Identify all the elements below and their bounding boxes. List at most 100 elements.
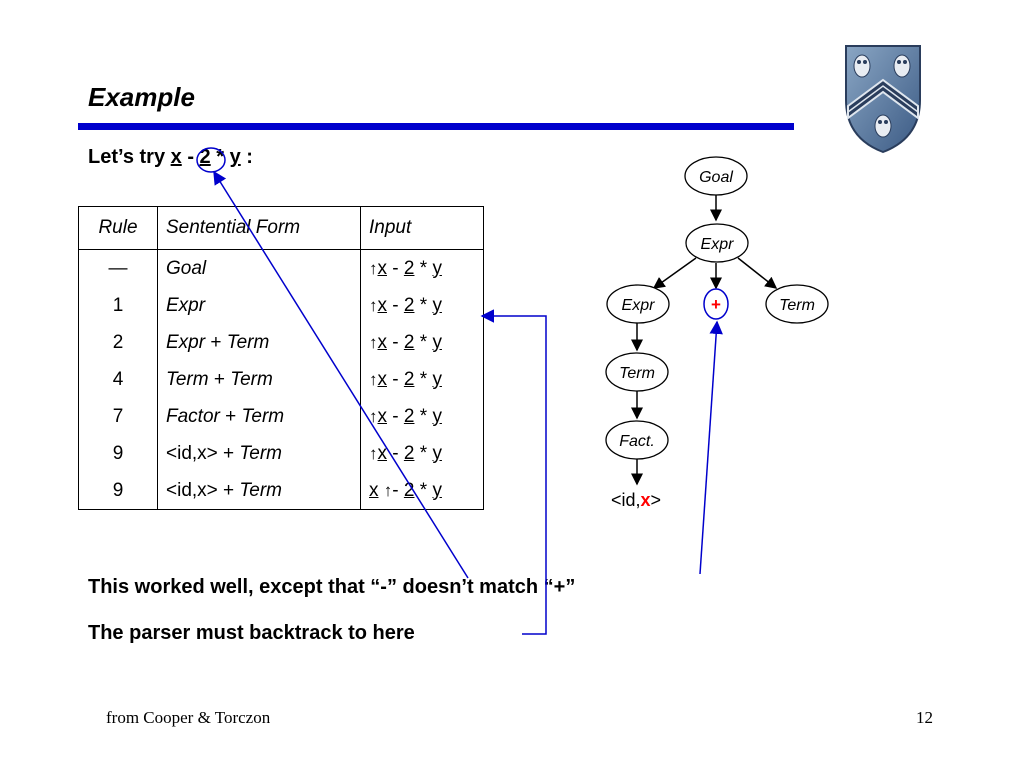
cell-rule: — — [78, 249, 158, 287]
intro-token-x: x — [170, 146, 182, 168]
intro-line: Let’s try x - 2 * y : — [88, 146, 253, 169]
input-pointer-icon: ↑ — [369, 406, 378, 426]
input-token-star: * — [419, 331, 428, 353]
form-part-c: Term — [241, 405, 285, 427]
input-pointer-icon: ↑ — [383, 480, 393, 500]
form-part-op: + — [217, 479, 240, 501]
input-token-x: x — [377, 331, 388, 353]
input-token-x: x — [377, 294, 388, 316]
leaf-x: x — [641, 490, 651, 510]
table-row: 9<id,x> + Term↑x - 2 * y — [78, 435, 484, 472]
table-header-row: Rule Sentential Form Input — [78, 206, 484, 250]
table-row: 1 Expr ↑x - 2 * y — [78, 287, 484, 324]
cell-sentential-form: Term + Term — [157, 361, 361, 398]
input-token-minus: - — [392, 294, 399, 316]
page-number: 12 — [916, 708, 933, 727]
cell-sentential-form: <id,x> + Term — [157, 435, 361, 472]
cell-input: x ↑- 2 * y — [361, 472, 484, 510]
node-leaf: <id,x> — [611, 490, 661, 510]
input-token-x: x — [377, 405, 388, 427]
input-token-star: * — [419, 479, 428, 501]
input-pointer-icon: ↑ — [369, 443, 378, 463]
input-pointer-icon: ↑ — [369, 295, 378, 315]
form-part-op: + — [217, 442, 240, 464]
derivation-table: Rule Sentential Form Input —Goal↑x - 2 *… — [78, 206, 484, 510]
intro-token-minus: - — [187, 146, 194, 168]
input-token-2: 2 — [403, 294, 415, 316]
cell-sentential-form: Factor + Term — [157, 398, 361, 435]
form-part-a: Expr — [166, 294, 206, 316]
node-expr-left: Expr — [606, 284, 670, 324]
leaf-prefix: <id, — [611, 490, 641, 510]
input-token-x: x — [377, 368, 388, 390]
header-rule: Rule — [78, 206, 158, 250]
cell-sentential-form: Expr + Term — [157, 324, 361, 361]
cell-rule: 2 — [78, 324, 158, 361]
mismatch-sentence: This worked well, except that “-” doesn’… — [88, 576, 576, 598]
cell-input: ↑x - 2 * y — [361, 324, 484, 361]
input-token-minus: - — [392, 479, 399, 501]
input-token-star: * — [419, 294, 428, 316]
edge-expr-exprleft — [652, 257, 697, 289]
input-token-2: 2 — [403, 442, 415, 464]
table-row: —Goal↑x - 2 * y — [78, 249, 484, 288]
input-token-y: y — [432, 442, 442, 464]
node-fact-label: Fact. — [619, 433, 655, 450]
node-goal-label: Goal — [699, 169, 733, 186]
node-plus: + — [703, 288, 729, 320]
node-goal: Goal — [684, 156, 748, 196]
header-sentential-form: Sentential Form — [157, 206, 361, 250]
node-term-mid: Term — [605, 352, 669, 392]
input-token-x: x — [377, 257, 388, 279]
input-token-x: x — [369, 479, 379, 501]
input-token-star: * — [419, 442, 428, 464]
cell-input: ↑x - 2 * y — [361, 361, 484, 398]
cell-rule: 1 — [78, 287, 158, 324]
cell-sentential-form: <id,x> + Term — [157, 472, 361, 510]
cell-input: ↑x - 2 * y — [361, 250, 484, 288]
form-part-c: Term — [226, 331, 270, 353]
cell-rule: 9 — [78, 435, 158, 472]
edge-expr-term — [737, 257, 778, 289]
input-pointer-icon: ↑ — [369, 369, 378, 389]
cell-rule: 4 — [78, 361, 158, 398]
form-part-a: Term — [166, 368, 209, 390]
node-expr-left-label: Expr — [622, 297, 656, 314]
cell-input: ↑x - 2 * y — [361, 287, 484, 324]
cell-input: ↑x - 2 * y — [361, 435, 484, 472]
input-token-x: x — [377, 442, 388, 464]
input-token-minus: - — [392, 257, 399, 279]
intro-prefix: Let’s try — [88, 146, 166, 168]
node-expr-top-label: Expr — [701, 236, 735, 253]
form-part-c: Term — [239, 479, 283, 501]
input-token-minus: - — [392, 331, 399, 353]
backtrack-sentence: The parser must backtrack to here — [88, 622, 415, 644]
input-token-y: y — [432, 368, 442, 390]
input-token-star: * — [419, 368, 428, 390]
node-plus-label: + — [711, 295, 721, 314]
input-token-y: y — [432, 294, 442, 316]
intro-token-y: y — [229, 146, 241, 168]
input-token-star: * — [419, 257, 428, 279]
tree-edges — [631, 193, 778, 486]
arrow-to-plus — [699, 320, 723, 575]
input-pointer-icon: ↑ — [369, 332, 378, 352]
slide-title: Example — [88, 82, 195, 112]
input-pointer-icon: ↑ — [369, 258, 378, 278]
node-term-mid-label: Term — [619, 365, 655, 382]
node-term-right: Term — [765, 284, 829, 324]
form-part-c: Term — [239, 442, 283, 464]
form-part-c: Term — [230, 368, 273, 390]
title-divider — [78, 123, 794, 130]
input-token-y: y — [432, 405, 442, 427]
node-term-right-label: Term — [779, 297, 815, 314]
header-input: Input — [360, 206, 484, 250]
intro-token-star: * — [216, 146, 225, 168]
input-token-2: 2 — [403, 405, 415, 427]
input-token-y: y — [432, 257, 442, 279]
input-token-2: 2 — [403, 368, 415, 390]
rice-crest-icon — [845, 45, 921, 154]
